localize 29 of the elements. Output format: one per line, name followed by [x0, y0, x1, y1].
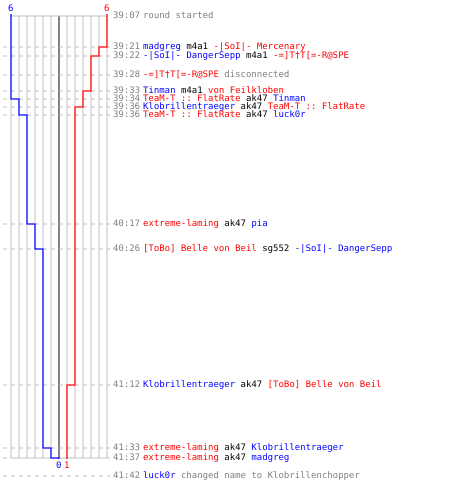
time-label: 39:36: [113, 102, 140, 112]
log-entry: extreme-laming ak47 madgreg: [143, 453, 290, 463]
log-entry: [ToBo] Belle von Beil sg552 -|SoI|- DangerSepp: [143, 244, 392, 254]
time-label: 39:28: [113, 70, 140, 80]
count-label: 6: [8, 4, 14, 14]
time-label: 39:07: [113, 11, 140, 21]
time-label: 39:36: [113, 110, 140, 120]
log-entry: -|SoI|- DangerSepp m4a1 -=]T†T[=-R@SPE: [143, 51, 349, 61]
time-label: 41:12: [113, 380, 140, 390]
time-label: 41:33: [113, 443, 140, 453]
log-entry: TeaM-T :: FlatRate ak47 luck0r: [143, 110, 306, 120]
log-entry: extreme-laming ak47 pia: [143, 219, 268, 229]
log-entry: luck0r changed name to Klobrillenchopper: [143, 471, 360, 481]
time-label: 40:17: [113, 219, 140, 229]
time-label: 39:33: [113, 86, 140, 96]
log-entry: -=]T†T[=-R@SPE disconnected: [143, 70, 290, 80]
log-entry: extreme-laming ak47 Klobrillentraeger: [143, 443, 344, 453]
time-label: 41:37: [113, 453, 140, 463]
log-entry: Klobrillentraeger ak47 [ToBo] Belle von Beil: [143, 380, 382, 390]
count-label: 1: [64, 461, 70, 471]
time-label: 39:34: [113, 94, 140, 104]
count-label: 6: [104, 4, 110, 14]
log-entry: madgreg m4a1 -|SoI|- Mercenary: [143, 42, 306, 52]
time-label: 41:42: [113, 471, 140, 481]
count-label: 0: [56, 461, 62, 471]
time-label: 40:26: [113, 244, 140, 254]
time-label: 39:22: [113, 51, 140, 61]
time-label: 39:21: [113, 42, 140, 52]
log-entry: round started: [143, 11, 214, 21]
